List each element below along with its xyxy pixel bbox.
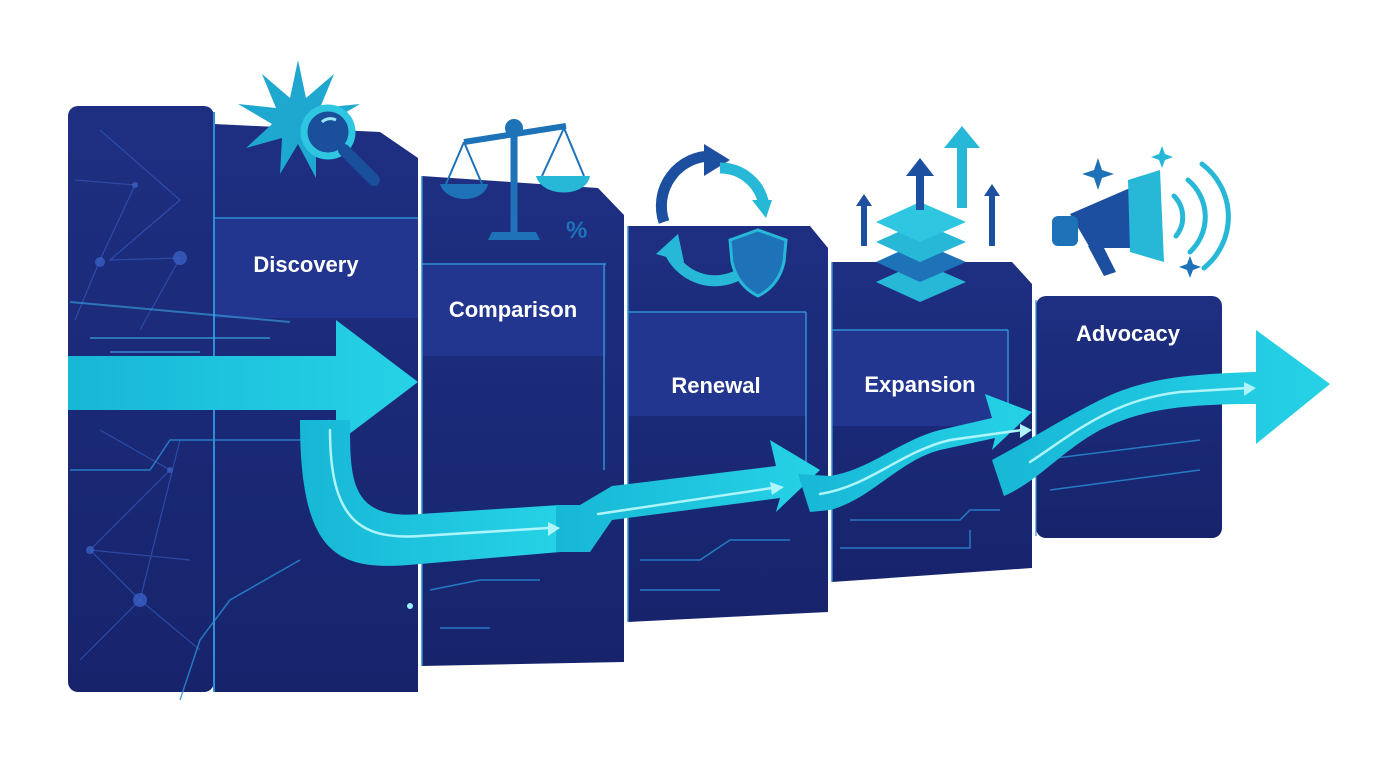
magnifier-burst-icon bbox=[238, 60, 380, 186]
stage-label-expansion: Expansion bbox=[864, 372, 975, 397]
svg-text:%: % bbox=[566, 217, 587, 244]
journey-flow-arrow bbox=[68, 320, 1330, 609]
panel-renewal bbox=[627, 226, 828, 622]
stage-label-renewal: Renewal bbox=[671, 373, 760, 398]
megaphone-icon bbox=[1052, 146, 1231, 278]
stage-label-discovery: Discovery bbox=[253, 252, 359, 277]
stacked-layers-arrows-icon bbox=[856, 126, 1000, 302]
circuit-traces bbox=[70, 419, 1201, 701]
stage-label-advocacy: Advocacy bbox=[1076, 321, 1181, 346]
stage-label-comparison: Comparison bbox=[449, 297, 577, 322]
panel-comparison bbox=[421, 176, 624, 666]
renewal-cycle-shield-icon bbox=[655, 144, 788, 298]
balance-scale-icon: % bbox=[440, 119, 590, 244]
motion-streaks bbox=[69, 301, 291, 353]
